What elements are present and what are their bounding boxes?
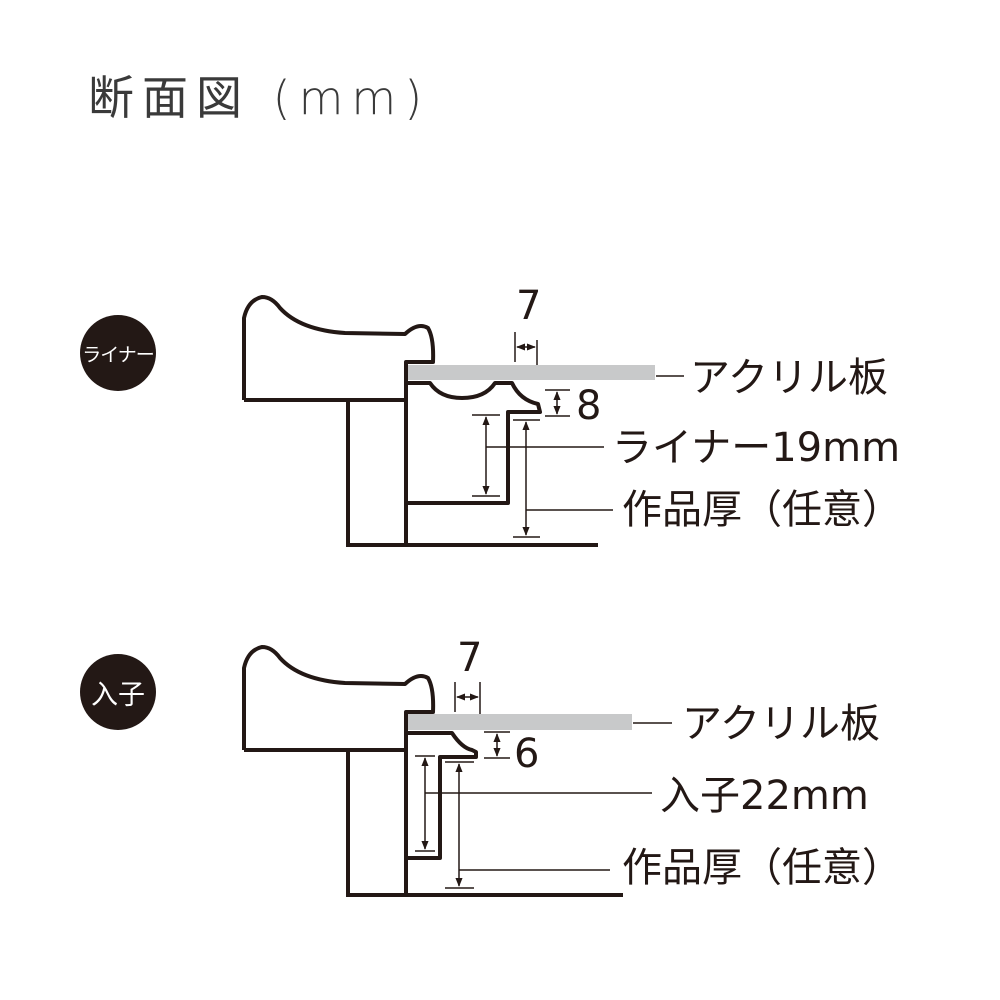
insert-profile [408, 731, 478, 860]
insert-section [242, 645, 672, 897]
liner-size-label: ライナー19mm [612, 425, 901, 471]
insert-size-label: 入子22mm [660, 773, 869, 819]
frame-molding [242, 295, 436, 545]
insert-badge: 入子 [80, 654, 156, 730]
liner-width-dim: 7 [516, 283, 542, 329]
insert-width-dim: 7 [457, 635, 483, 681]
insert-artwork-label: 作品厚（任意） [622, 845, 902, 891]
liner-acrylic-label: アクリル板 [690, 355, 888, 401]
liner-badge: ライナー [80, 315, 156, 391]
insert-lip-dim: 6 [514, 731, 540, 777]
acrylic-plate [408, 365, 655, 380]
liner-section [242, 295, 684, 547]
acrylic-plate [408, 714, 632, 730]
insert-acrylic-label: アクリル板 [682, 701, 880, 747]
liner-lip-dim: 8 [576, 383, 602, 429]
liner-artwork-label: 作品厚（任意） [622, 487, 902, 533]
liner-badge-label: ライナー [82, 343, 155, 366]
insert-badge-label: 入子 [91, 679, 145, 711]
liner-profile [408, 381, 542, 505]
frame-molding [242, 645, 436, 895]
page-title: 断面図 (mm) [88, 71, 431, 125]
